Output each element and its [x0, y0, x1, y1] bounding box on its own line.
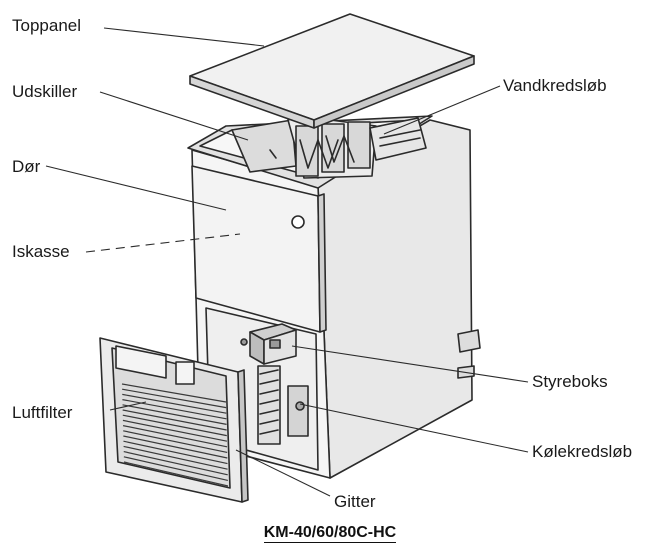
leader-door: [45, 165, 227, 211]
bin-door: [191, 165, 327, 333]
grille-slats: [121, 383, 229, 487]
grille-slat: [121, 383, 227, 403]
leader-styreboks: [291, 345, 529, 383]
water-circuit-assembly: [287, 115, 427, 179]
model-caption: KM-40/60/80C-HC: [0, 524, 660, 543]
model-caption-text: KM-40/60/80C-HC: [263, 524, 397, 543]
control-box: [240, 323, 297, 365]
grille-slat: [123, 445, 228, 470]
leader-udskiller: [99, 91, 249, 141]
grille-slat: [122, 425, 228, 448]
grille-slat: [123, 435, 228, 459]
label-udskiller: Udskiller: [12, 82, 78, 101]
label-toppanel: Toppanel: [12, 16, 82, 35]
label-koelekredsloeb: Kølekredsløb: [532, 442, 633, 461]
grille-slat: [122, 419, 228, 442]
front-grille-panel: [99, 337, 249, 503]
leader-iskasse: [85, 233, 241, 253]
grille-slat: [123, 440, 228, 465]
grille-slat: [123, 430, 228, 453]
leader-luftfilter: [109, 401, 147, 411]
leader-koelekredsloeb: [299, 403, 529, 453]
label-gitter: Gitter: [334, 492, 376, 511]
grille-slat: [122, 399, 227, 420]
grille-slat: [123, 461, 229, 487]
label-door: Dør: [12, 157, 41, 176]
grille-slat: [122, 409, 227, 431]
grille-slat: [122, 388, 227, 409]
grille-slat: [122, 404, 227, 425]
label-vandkredsloeb: Vandkredsløb: [503, 76, 607, 95]
refrigeration-coil: [257, 365, 309, 445]
label-iskasse: Iskasse: [12, 242, 70, 261]
top-panel-lid: [189, 13, 475, 129]
leader-vandkredsloeb: [383, 85, 501, 135]
door-knob: [291, 215, 305, 229]
leader-toppanel: [103, 27, 265, 47]
grille-slat: [123, 451, 228, 476]
label-luftfilter: Luftfilter: [12, 403, 73, 422]
label-styreboks: Styreboks: [532, 372, 608, 391]
leader-gitter: [235, 449, 331, 497]
grille-slat: [123, 456, 228, 481]
grille-slat: [122, 393, 227, 414]
grille-slat: [122, 414, 227, 437]
